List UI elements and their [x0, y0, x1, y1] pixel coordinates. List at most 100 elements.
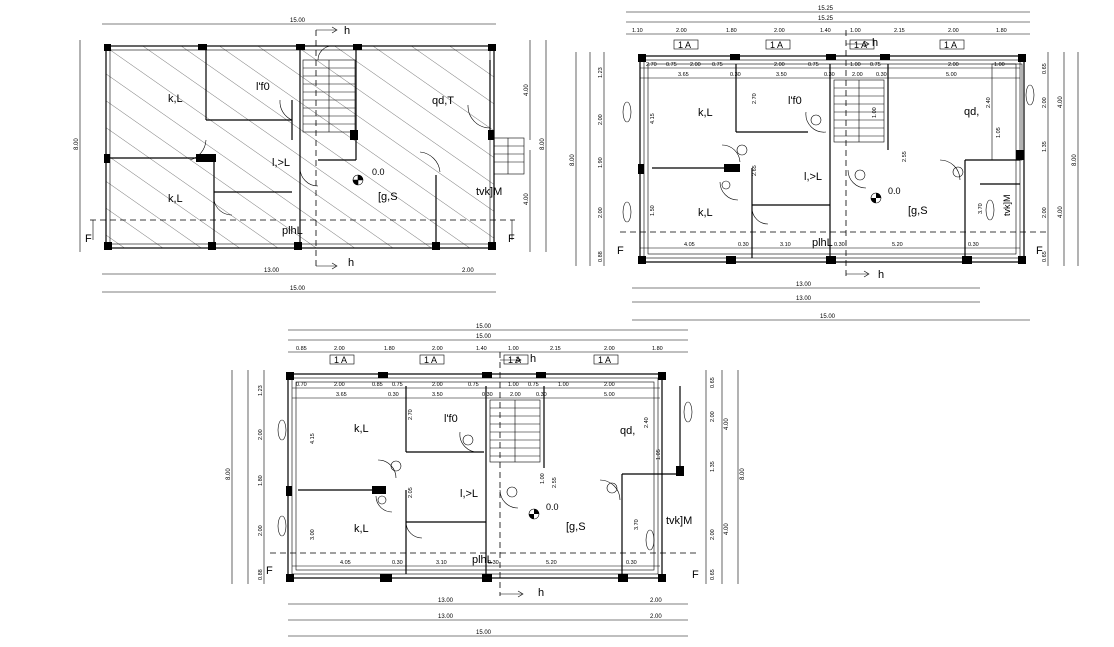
- plan-a-stair: [302, 59, 356, 133]
- plan-b-dim-misc-0: 4.15: [650, 113, 656, 124]
- plan-c-dim-right-b: 4.00: [724, 523, 730, 535]
- plan-a-section-f-right: F: [508, 233, 515, 245]
- plan-c-room-garage: [g,S: [566, 521, 586, 533]
- plan-c-dim-chain-6: 2.15: [550, 346, 561, 352]
- plan-c-section-line: [270, 352, 700, 598]
- plan-b-dim-misc-1: 2.70: [752, 93, 758, 104]
- plan-b-dim-chain-4: 1.40: [820, 28, 831, 34]
- plan-a-room-garage: [g,S: [378, 191, 398, 203]
- plan-c-outer-wall: [287, 373, 663, 579]
- plan-c-dim-inner-4: 2.00: [432, 382, 443, 388]
- plan-b-dim-right-0: 0.65: [1042, 63, 1048, 74]
- plan-b-room-kitchen: l'f0: [788, 95, 802, 107]
- plan-c-interior-walls: [298, 386, 681, 574]
- plan-a-room-porch: plhL: [282, 225, 303, 237]
- plan-b-dim-left-4: 0.88: [598, 251, 604, 262]
- plan-a-interior-walls: [106, 46, 491, 248]
- plan-c-dim-chain-8: 1.80: [652, 346, 663, 352]
- plan-c-dim-left-3: 2.00: [258, 525, 264, 536]
- plan-b-room-bed-top: k,L: [698, 107, 713, 119]
- plan-b-dim-inner-1: 0.75: [666, 62, 677, 68]
- plan-b-dim-row2-5: 0.30: [876, 72, 887, 78]
- plan-a-room-kitchen: l'f0: [256, 81, 270, 93]
- plan-c-dim-top-total-1: 15.00: [476, 324, 492, 330]
- plan-b-section-f-right: F: [1036, 245, 1043, 257]
- plan-b-dim-row2-3: 0.30: [824, 72, 835, 78]
- plan-b-dim-right-2: 1.35: [1042, 141, 1048, 152]
- plan-b-dim-row2-6: 5.00: [946, 72, 957, 78]
- plan-b-dim-inner-2: 2.00: [690, 62, 701, 68]
- plan-a-section-f-left: F: [85, 233, 92, 245]
- plan-b-dim-inner-5: 0.75: [808, 62, 819, 68]
- plan-b-window-3: 1 A: [854, 40, 867, 50]
- plan-b-room-toilet: tvk]M: [1002, 195, 1012, 217]
- plan-c-level: 0.0: [546, 502, 559, 512]
- plan-c-level-marker: [528, 508, 540, 520]
- plan-b-dim-inner-7: 0.75: [870, 62, 881, 68]
- plan-c-dim-misc-2: 2.05: [408, 487, 414, 498]
- plan-a-dim-top: 15.00: [290, 18, 306, 24]
- plan-c-dim-bottom-a2: 2.00: [650, 598, 662, 604]
- plan-b-room-lobby: l,>L: [804, 171, 822, 183]
- plan-b-room-porch: plhL: [812, 237, 833, 249]
- plan-b-dim-bottom-a: 13.00: [796, 282, 812, 288]
- plan-b-window-2: 1 A: [770, 40, 783, 50]
- plan-b-dim-right-total: 8.00: [1072, 154, 1078, 166]
- plan-c-dim-inner-1: 2.00: [334, 382, 345, 388]
- plan-b-dim-chain-8: 1.80: [996, 28, 1007, 34]
- plan-c-dim-row2-5: 0.30: [536, 392, 547, 398]
- plan-c-dim-row2-0: 3.65: [336, 392, 347, 398]
- plan-a-stair-mark-top: h: [344, 25, 350, 37]
- plan-b-room-living: qd,: [964, 106, 979, 118]
- plan-b-dim-inner-8: 2.00: [948, 62, 959, 68]
- plan-a-dim-bottom-total: 15.00: [290, 286, 306, 292]
- plan-a-dim-right-outer: 8.00: [540, 138, 546, 150]
- plan-c-dim-bottom-total: 15.00: [476, 630, 492, 636]
- plan-b-dimensions: [575, 11, 1079, 321]
- plan-c-dim-row2-1: 0.30: [388, 392, 399, 398]
- plan-b-dim-inner-4: 2.00: [774, 62, 785, 68]
- plan-c-room-kitchen: l'f0: [444, 413, 458, 425]
- plan-b-dim-right-1: 2.00: [1042, 97, 1048, 108]
- plan-c-dim-row2-2: 3.50: [432, 392, 443, 398]
- plan-b-dim-bottom-b: 13.00: [796, 296, 812, 302]
- plan-c-room-bed-bottom: k,L: [354, 523, 369, 535]
- plan-a-columns: [104, 44, 496, 250]
- plan-a-entrance-steps: [493, 137, 525, 175]
- plan-b-level-marker: [870, 192, 882, 204]
- plan-b-dim-misc-7: 1.00: [872, 107, 878, 118]
- plan-c-dim-chain-5: 1.00: [508, 346, 519, 352]
- plan-a: k,L l'f0 qd,T l,>L 0.0 [g,S k,L tvk]M pl…: [74, 18, 547, 293]
- plan-b-dim-left-2: 1.90: [598, 157, 604, 168]
- plan-b-window-1: 1 A: [678, 40, 691, 50]
- plan-c-dim-chain-3: 2.00: [432, 346, 443, 352]
- plan-c-dim-misc-1: 2.70: [408, 409, 414, 420]
- plan-b-dim-bot-4: 5.20: [892, 242, 903, 248]
- plan-b-dim-inner-9: 1.00: [994, 62, 1005, 68]
- plan-b-dim-chain-3: 2.00: [774, 28, 785, 34]
- plan-b-dim-misc-3: 2.55: [902, 151, 908, 162]
- plan-c-dim-chain-7: 2.00: [604, 346, 615, 352]
- plan-c-dim-right-2: 1.35: [710, 461, 716, 472]
- plan-b-dim-chain-2: 1.80: [726, 28, 737, 34]
- plan-a-room-lobby: l,>L: [272, 157, 290, 169]
- plan-b-section-f-left: F: [617, 245, 624, 257]
- plan-c-dim-bot-3: 0.30: [488, 560, 499, 566]
- plan-b-stair-mark-top: h: [872, 37, 878, 49]
- plan-c-window-1: 1 A: [334, 355, 347, 365]
- plan-b-interior-walls: [652, 64, 1020, 258]
- plan-b-dim-row2-0: 3.65: [678, 72, 689, 78]
- plan-c-dim-misc-8: 3.00: [310, 529, 316, 540]
- plan-b-dim-bot-1: 0.30: [738, 242, 749, 248]
- plan-a-level: 0.0: [372, 167, 385, 177]
- plan-b-dim-bot-0: 4.05: [684, 242, 695, 248]
- plan-b-dim-left-3: 2.00: [598, 207, 604, 218]
- plan-c-window-marks: [329, 354, 619, 365]
- plan-c-dim-bottom-a: 13.00: [438, 598, 454, 604]
- plan-c-dim-inner-3: 0.75: [392, 382, 403, 388]
- plan-c-dim-right-0: 0.65: [710, 377, 716, 388]
- plan-c-dim-right-3: 2.00: [710, 529, 716, 540]
- plan-c-dim-right-4: 0.65: [710, 569, 716, 580]
- plan-c-stair: [489, 399, 541, 463]
- plan-b-dim-misc-4: 1.05: [996, 127, 1002, 138]
